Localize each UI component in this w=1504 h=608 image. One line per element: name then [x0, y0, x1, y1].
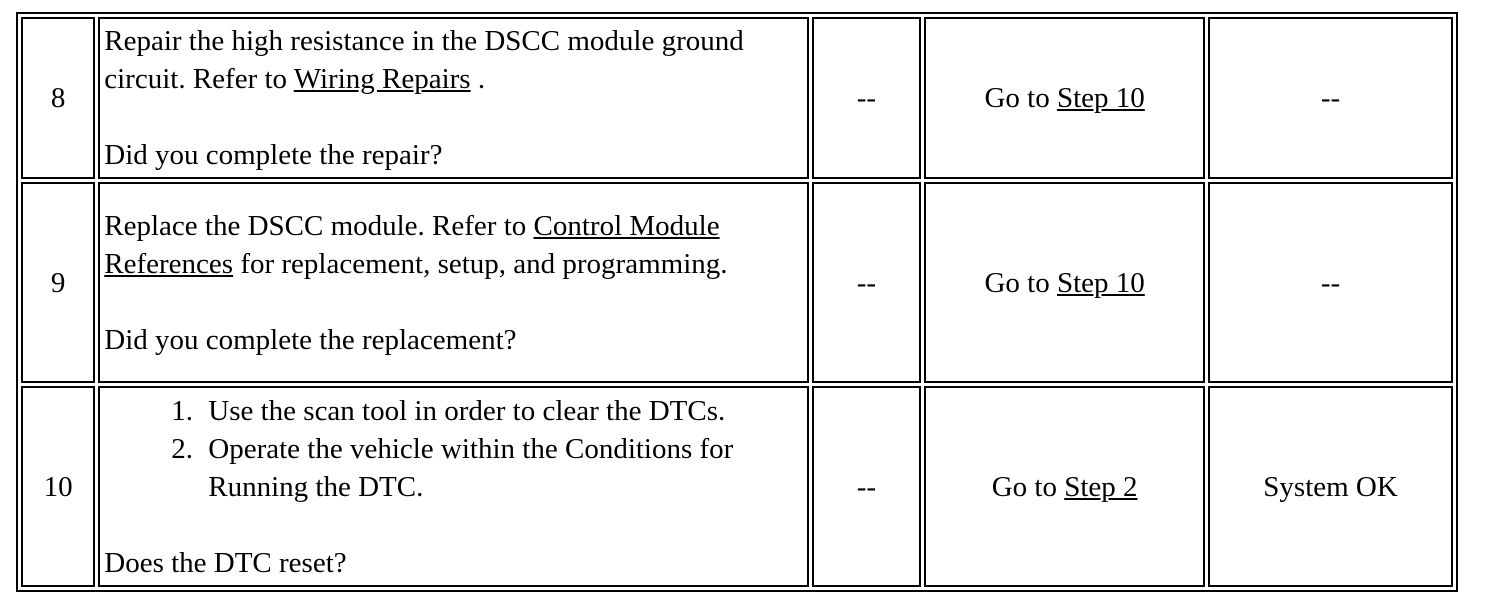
no-result: -- — [1208, 182, 1453, 383]
step-question: Did you complete the replacement? — [104, 323, 517, 356]
yes-prefix: Go to — [984, 266, 1057, 299]
step-action: Repair the high resistance in the DSCC m… — [98, 17, 809, 179]
step-value: -- — [811, 17, 922, 179]
step-number: 9 — [21, 182, 96, 383]
table-row: 9 Replace the DSCC module. Refer to Cont… — [21, 182, 1453, 383]
step-2-link[interactable]: Step 2 — [1064, 470, 1138, 503]
step-action: Replace the DSCC module. Refer to Contro… — [98, 182, 809, 383]
action-text: Replace the DSCC module. Refer to — [104, 209, 527, 242]
yes-result: Go to Step 2 — [924, 386, 1206, 587]
no-result: System OK — [1208, 386, 1453, 587]
step-question: Does the DTC reset? — [104, 546, 347, 579]
control-module-references-link[interactable]: Control Module References — [104, 209, 720, 280]
step-value: -- — [811, 182, 922, 383]
yes-result: Go to Step 10 — [924, 17, 1206, 179]
action-text-tail: . — [470, 63, 486, 95]
table-row: 10 Use the scan tool in order to clear t… — [21, 386, 1453, 587]
action-text: Repair the high resistance in the DSCC m… — [104, 25, 744, 95]
list-item: Operate the vehicle within the Condition… — [200, 430, 803, 506]
step-number: 8 — [21, 17, 96, 179]
step-10-link[interactable]: Step 10 — [1056, 266, 1145, 299]
step-question: Did you complete the repair? — [104, 139, 443, 171]
action-list: Use the scan tool in order to clear the … — [104, 392, 803, 506]
diagnostic-steps-table: 8 Repair the high resistance in the DSCC… — [16, 12, 1458, 592]
step-10-link[interactable]: Step 10 — [1056, 82, 1145, 114]
action-text-tail: for replacement, setup, and programming. — [233, 247, 728, 280]
step-value: -- — [811, 386, 922, 587]
step-action: Use the scan tool in order to clear the … — [98, 386, 809, 587]
wiring-repairs-link[interactable]: Wiring Repairs — [293, 63, 471, 95]
list-item: Use the scan tool in order to clear the … — [200, 392, 803, 430]
no-result: -- — [1208, 17, 1453, 179]
yes-result: Go to Step 10 — [924, 182, 1206, 383]
yes-prefix: Go to — [984, 82, 1057, 114]
yes-prefix: Go to — [991, 470, 1065, 503]
table-row: 8 Repair the high resistance in the DSCC… — [21, 17, 1453, 179]
step-number: 10 — [21, 386, 96, 587]
